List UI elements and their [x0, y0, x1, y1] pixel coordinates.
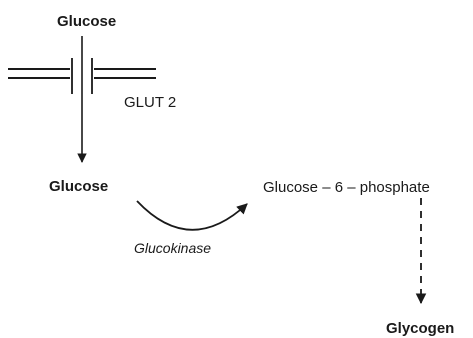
phosphorylation-arrow [136, 200, 248, 231]
glucose-outside-label: Glucose [57, 13, 117, 30]
glycogen-label: Glycogen [386, 320, 455, 337]
glut2-label: GLUT 2 [124, 94, 177, 111]
glucose-inside-label: Glucose [49, 178, 109, 195]
glucose-6-phosphate-label: Glucose – 6 – phosphate [263, 179, 430, 196]
glucokinase-label: Glucokinase [134, 240, 212, 256]
